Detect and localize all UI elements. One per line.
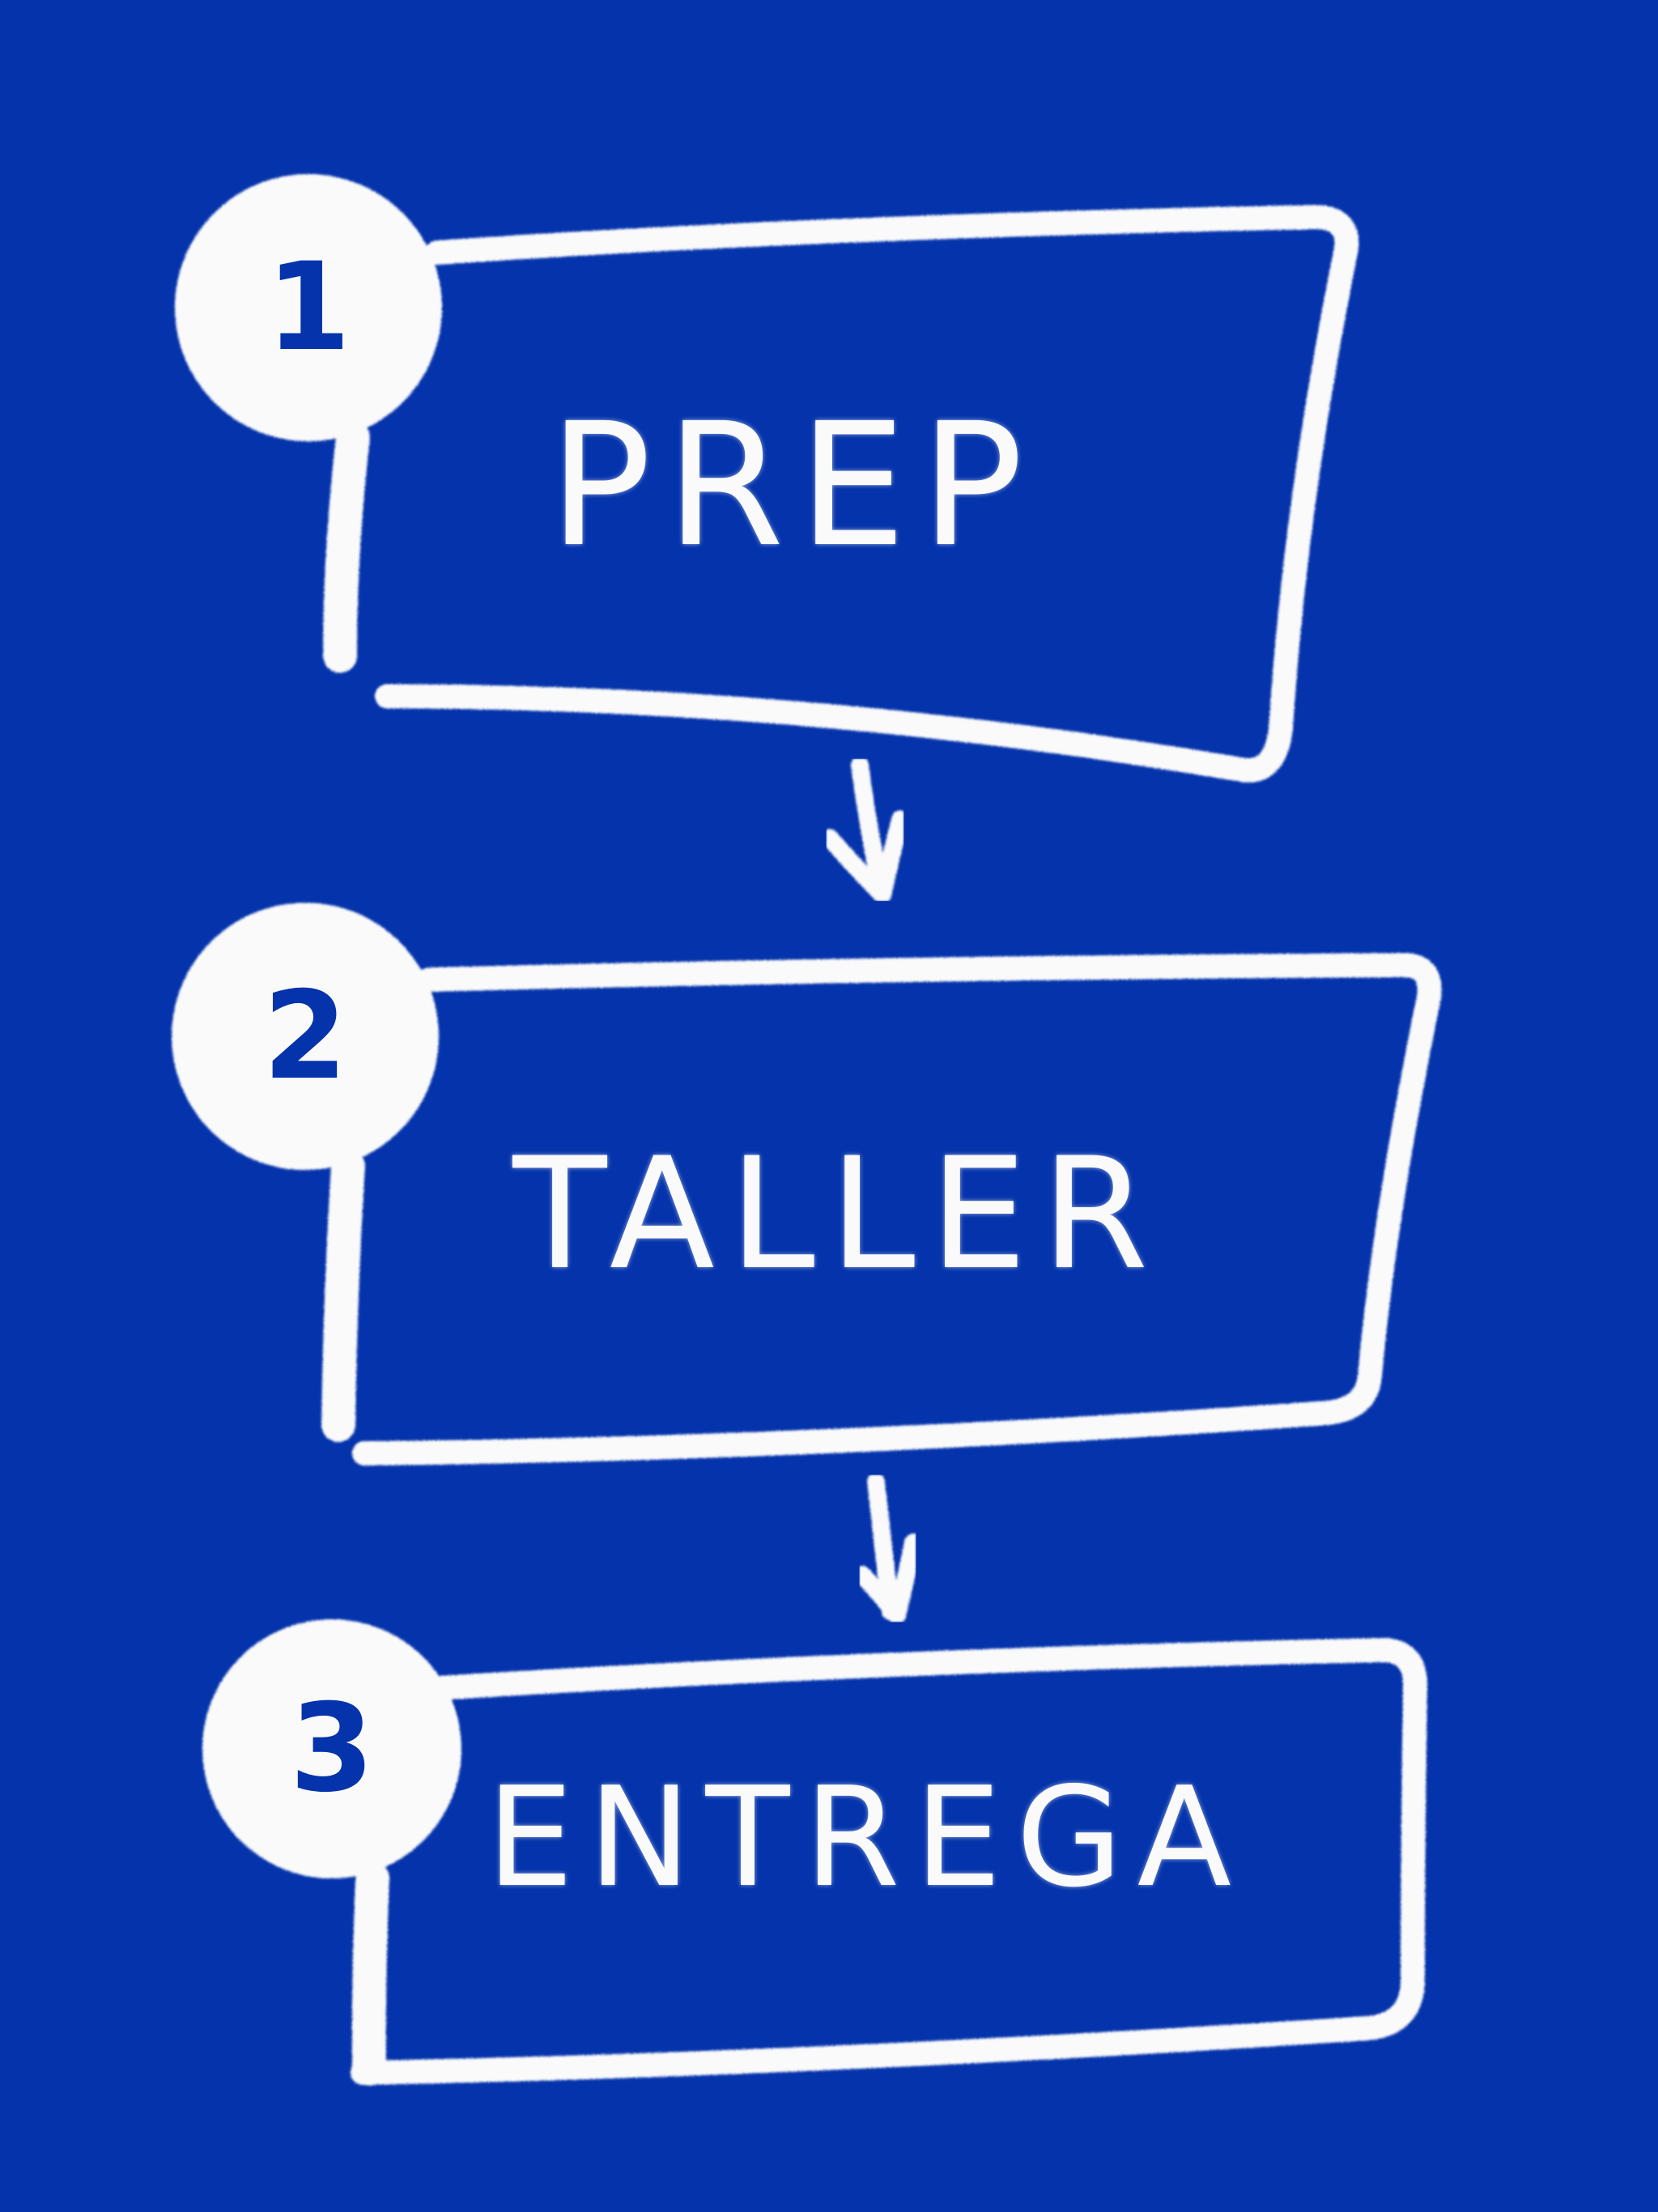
step-1-number: 1 (266, 237, 351, 378)
step-3-badge (202, 1619, 461, 1878)
step-2 (172, 903, 1442, 1465)
step-1-badge (175, 174, 442, 441)
step-2-label: TALLER (512, 1125, 1163, 1304)
step-1-box (375, 205, 1359, 783)
step-1-label: PREP (549, 386, 1038, 585)
step-2-stem (321, 1149, 365, 1442)
step-3-number: 3 (289, 1678, 375, 1819)
step-2-number: 2 (262, 966, 348, 1107)
step-3-stem (351, 1861, 389, 2086)
step-1 (175, 174, 1359, 783)
connector-arrow-2 (853, 1473, 922, 1624)
step-1-stem (323, 420, 370, 673)
step-3-box (351, 1638, 1427, 2085)
step-2-box (352, 953, 1442, 1465)
step-3 (202, 1619, 1427, 2086)
connector-arrow-1 (821, 756, 909, 904)
step-3-label: ENTREGA (487, 1758, 1246, 1918)
step-2-badge (172, 903, 439, 1170)
